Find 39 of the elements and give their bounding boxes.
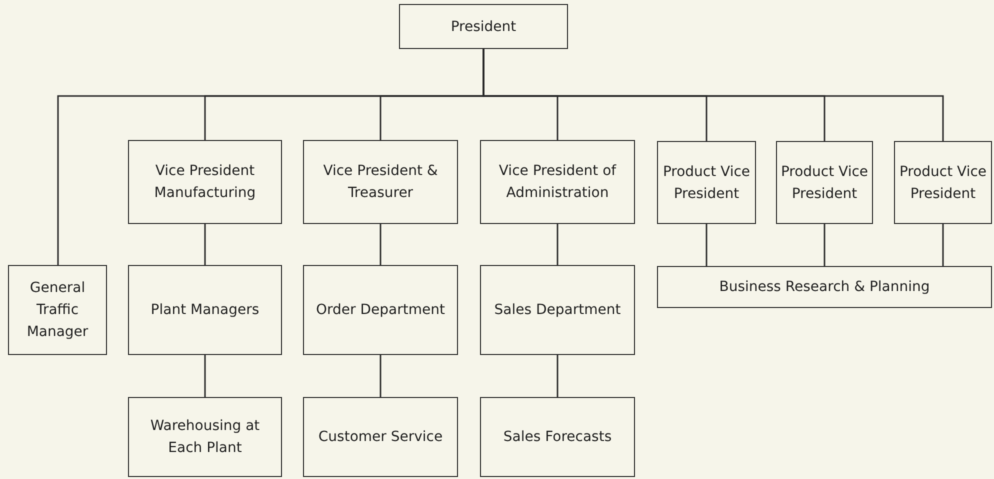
role-label: Product Vice President <box>780 162 869 204</box>
role-label: Sales Department <box>494 301 621 320</box>
org-box <box>480 140 635 224</box>
role-label: Warehousing at Each Plant <box>149 417 261 458</box>
role-label: Sales Forecasts <box>503 428 612 447</box>
role-label: Product Vice President <box>898 162 988 204</box>
role-label: Vice President Manufacturing <box>153 162 257 203</box>
connector-line <box>204 355 206 397</box>
connector-line <box>824 224 826 266</box>
connector-line <box>556 355 558 397</box>
connector-line <box>942 224 944 266</box>
connector-line <box>204 224 206 265</box>
connector-line <box>380 355 382 397</box>
org-box <box>128 265 282 355</box>
org-box <box>776 141 873 224</box>
connector-line <box>556 224 558 265</box>
org-box <box>303 397 458 477</box>
role-label: Product Vice President <box>662 162 752 204</box>
org-box <box>480 265 635 355</box>
connector-line <box>706 224 708 266</box>
org-box <box>894 141 992 224</box>
role-label: Vice President & Treasurer <box>322 162 439 203</box>
role-label: Customer Service <box>318 428 443 447</box>
org-box <box>303 265 458 355</box>
role-label: General Traffic Manager <box>26 279 90 342</box>
role-label: Business Research & Planning <box>719 278 930 297</box>
role-label: Order Department <box>316 301 445 320</box>
role-label: Vice President of Administration <box>498 162 618 203</box>
org-box <box>128 397 282 477</box>
role-label: President <box>450 18 516 36</box>
org-box <box>399 4 568 49</box>
org-box <box>128 140 282 224</box>
org-box <box>480 397 635 477</box>
org-box <box>657 266 992 308</box>
connector-line <box>380 224 382 265</box>
org-box <box>657 141 756 224</box>
role-label: Plant Managers <box>150 301 260 320</box>
org-box <box>8 265 107 355</box>
org-box <box>303 140 458 224</box>
